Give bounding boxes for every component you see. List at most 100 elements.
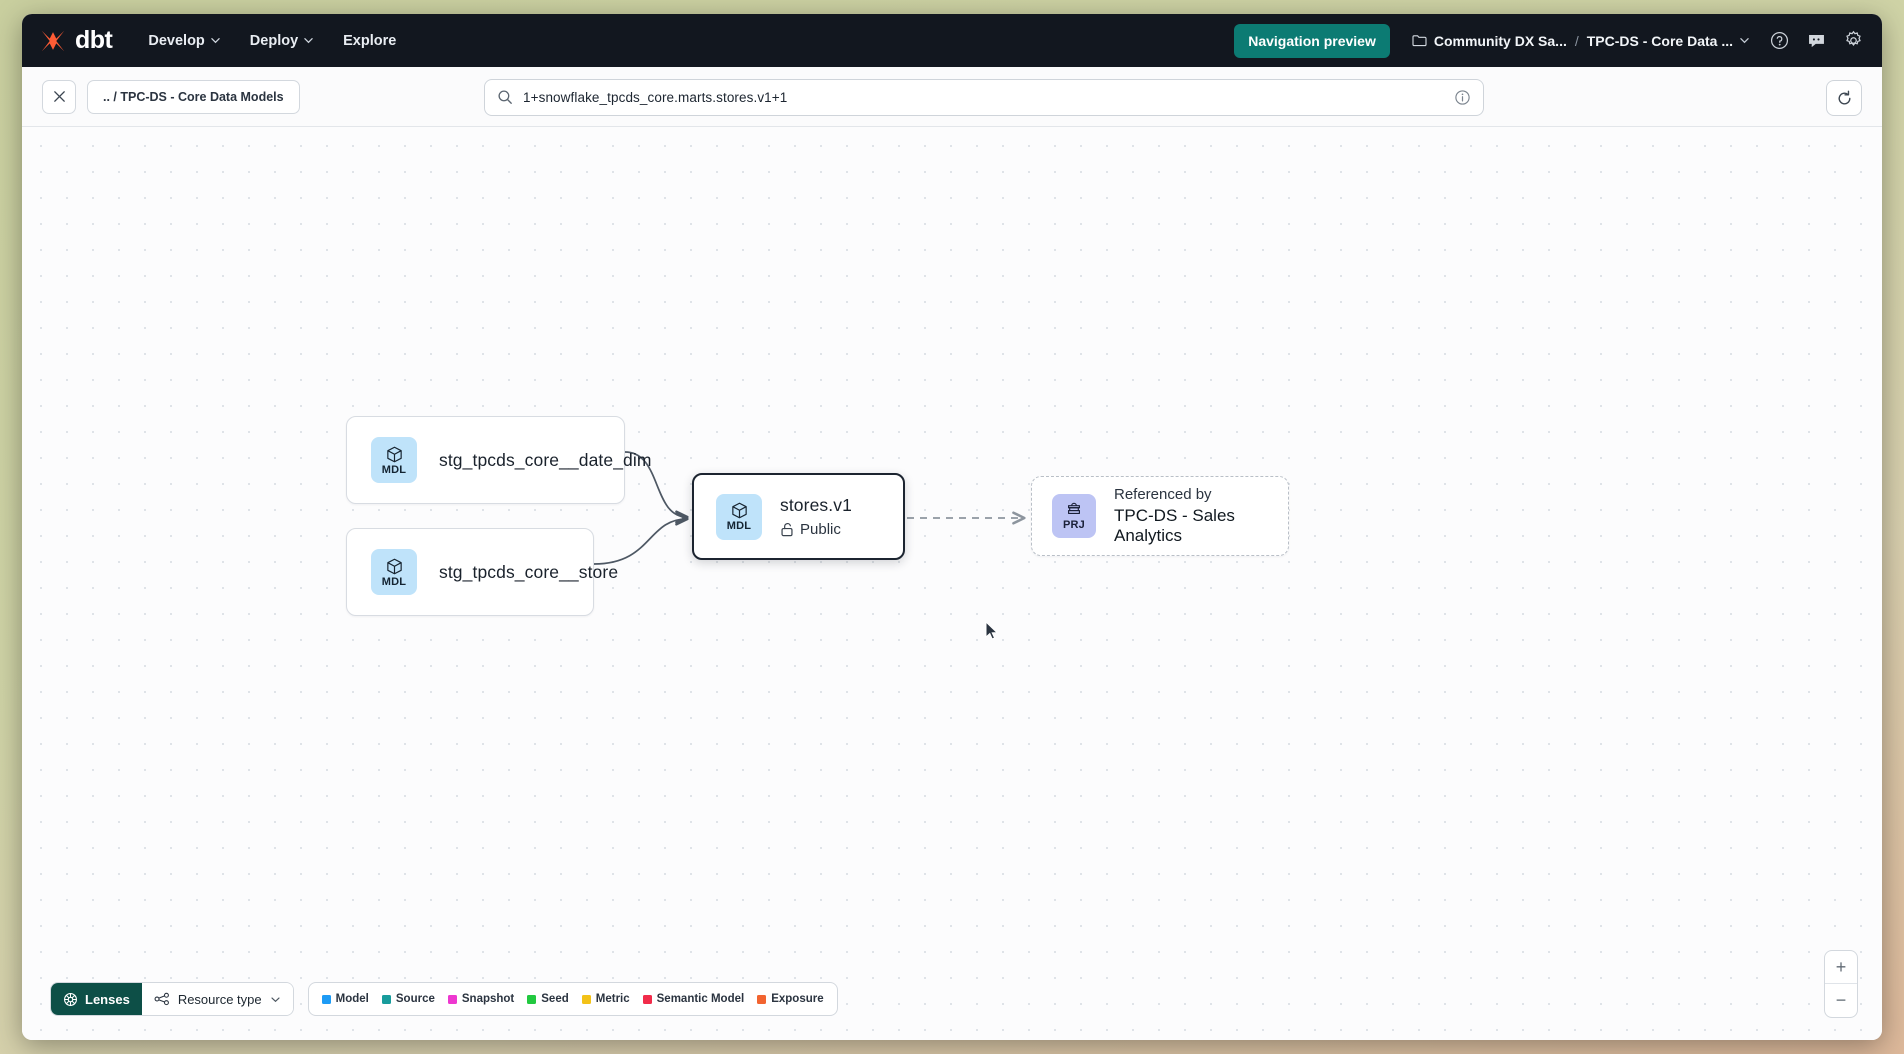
cube-icon — [731, 502, 747, 519]
legend-item-metric: Metric — [581, 993, 630, 1005]
nav-link-explore[interactable]: Explore — [343, 33, 396, 49]
legend-label: Source — [395, 993, 435, 1005]
legend-item-source: Source — [381, 993, 435, 1005]
legend-label: Model — [335, 993, 369, 1005]
legend-label: Exposure — [771, 993, 824, 1005]
node-badge-mdl: MDL — [716, 493, 762, 540]
project-stack-icon — [1068, 502, 1080, 515]
cube-icon — [386, 446, 402, 462]
lineage-canvas[interactable]: MDL stg_tpcds_core__date_dim MDL stg_tpc… — [22, 127, 1882, 1040]
chevron-down-icon — [304, 38, 313, 44]
lens-globe-icon — [64, 992, 77, 1006]
nav-link-develop[interactable]: Develop — [148, 32, 220, 49]
search-input[interactable]: 1+snowflake_tpcds_core.marts.stores.v1+1 — [523, 89, 788, 105]
legend-item-snapshot: Snapshot — [447, 993, 515, 1005]
chevron-down-icon — [271, 996, 280, 1002]
node-badge-label: MDL — [381, 463, 407, 476]
lineage-node-referenced-by-project[interactable]: PRJ Referenced by TPC-DS - Sales Analyti… — [1031, 476, 1289, 556]
feedback-icon[interactable] — [1806, 30, 1827, 51]
resource-nodes-icon — [154, 992, 169, 1006]
legend-label: Snapshot — [461, 993, 515, 1005]
legend-item-exposure: Exposure — [757, 993, 824, 1005]
lenses-button[interactable]: Lenses — [51, 983, 142, 1015]
top-navigation-bar: dbt Develop Deploy Explore Navigation pr… — [22, 14, 1882, 67]
close-lineage-button[interactable] — [42, 79, 76, 114]
help-circle-icon[interactable] — [1769, 30, 1790, 51]
folder-icon — [1412, 35, 1427, 47]
search-zone: 1+snowflake_tpcds_core.marts.stores.v1+1 — [22, 67, 1882, 127]
legend-swatch — [581, 994, 591, 1004]
gear-icon[interactable] — [1843, 30, 1864, 51]
node-text: stg_tpcds_core__date_dim — [439, 450, 652, 471]
lineage-edges — [593, 451, 1026, 565]
dbt-logo-icon — [41, 30, 65, 51]
resource-type-filter[interactable]: Resource type — [141, 983, 293, 1015]
node-badge-mdl: MDL — [371, 549, 417, 595]
legend-swatch — [757, 994, 767, 1004]
node-title: stg_tpcds_core__date_dim — [439, 449, 652, 470]
legend-label: Seed — [541, 993, 569, 1005]
legend-swatch — [321, 994, 331, 1004]
breadcrumb-project[interactable]: TPC-DS - Core Data ... — [1587, 33, 1749, 49]
legend-swatch — [642, 994, 652, 1004]
lineage-search-box[interactable]: 1+snowflake_tpcds_core.marts.stores.v1+1 — [484, 78, 1484, 116]
legend-label: Metric — [595, 993, 630, 1005]
nav-link-deploy-label: Deploy — [249, 32, 299, 49]
breadcrumb-account-label: Community DX Sa... — [1433, 32, 1567, 49]
refresh-icon — [1838, 90, 1850, 104]
node-badge-prj: PRJ — [1052, 494, 1096, 538]
breadcrumb-project-label: TPC-DS - Core Data ... — [1586, 32, 1733, 49]
app-window: dbt Develop Deploy Explore Navigation pr… — [22, 14, 1882, 1040]
dbt-logo[interactable]: dbt — [34, 26, 113, 56]
resource-type-label: Resource type — [177, 991, 262, 1007]
zoom-out-button[interactable]: − — [1835, 990, 1847, 1010]
breadcrumb-separator: / — [1574, 32, 1579, 49]
node-access-label: Public — [800, 521, 841, 538]
nav-link-deploy[interactable]: Deploy — [250, 33, 313, 49]
zoom-in-button[interactable]: + — [1825, 951, 1857, 984]
refresh-lineage-button[interactable] — [1826, 80, 1862, 116]
node-access-row: Public — [780, 521, 852, 538]
lineage-node-stores-v1[interactable]: MDL stores.v1 Public — [692, 473, 905, 560]
lineage-bottom-bar: Lenses Resource type — [50, 982, 838, 1016]
legend-item-model: Model — [321, 993, 369, 1005]
breadcrumb-account[interactable]: Community DX Sa... — [1412, 33, 1567, 49]
node-kicker: Referenced by — [1114, 486, 1212, 503]
nav-link-develop-label: Develop — [148, 32, 205, 49]
search-icon — [498, 90, 512, 104]
node-text: stores.v1 Public — [780, 495, 852, 538]
edge-store-to-stores — [593, 512, 689, 565]
node-text: stg_tpcds_core__store — [439, 562, 618, 583]
node-badge-label: MDL — [726, 520, 752, 532]
lineage-node-stg-date-dim[interactable]: MDL stg_tpcds_core__date_dim — [346, 416, 651, 504]
chevron-down-icon — [1740, 38, 1749, 44]
lenses-label: Lenses — [85, 991, 130, 1007]
lens-control-group: Lenses Resource type — [50, 982, 294, 1016]
node-badge-mdl: MDL — [371, 437, 417, 483]
resource-type-legend: Model Source Snapshot Seed — [307, 982, 838, 1016]
node-title: stores.v1 — [780, 495, 852, 515]
lineage-breadcrumb-chip[interactable]: .. / TPC-DS - Core Data Models — [87, 79, 300, 114]
legend-swatch — [527, 994, 537, 1004]
brand-text: dbt — [75, 26, 113, 54]
close-icon — [53, 91, 65, 102]
info-circle-icon[interactable] — [1454, 89, 1471, 106]
node-title: TPC-DS - Sales Analytics — [1114, 506, 1235, 545]
node-badge-label: PRJ — [1063, 519, 1085, 531]
legend-swatch — [381, 994, 391, 1004]
breadcrumb: Community DX Sa... / TPC-DS - Core Data … — [1412, 33, 1749, 49]
chevron-down-icon — [211, 38, 220, 44]
node-title: stg_tpcds_core__store — [439, 561, 619, 582]
legend-label: Semantic Model — [656, 993, 745, 1005]
lineage-node-stg-store[interactable]: MDL stg_tpcds_core__store — [346, 528, 618, 616]
navigation-preview-button[interactable]: Navigation preview — [1234, 23, 1390, 58]
node-text: Referenced by TPC-DS - Sales Analytics — [1114, 486, 1288, 546]
legend-item-seed: Seed — [527, 993, 569, 1005]
node-badge-label: MDL — [381, 575, 407, 588]
legend-item-semantic-model: Semantic Model — [642, 993, 745, 1005]
legend-swatch — [447, 994, 457, 1004]
nav-link-explore-label: Explore — [343, 32, 397, 49]
zoom-controls: + − — [1824, 950, 1858, 1018]
cube-icon — [386, 558, 402, 574]
